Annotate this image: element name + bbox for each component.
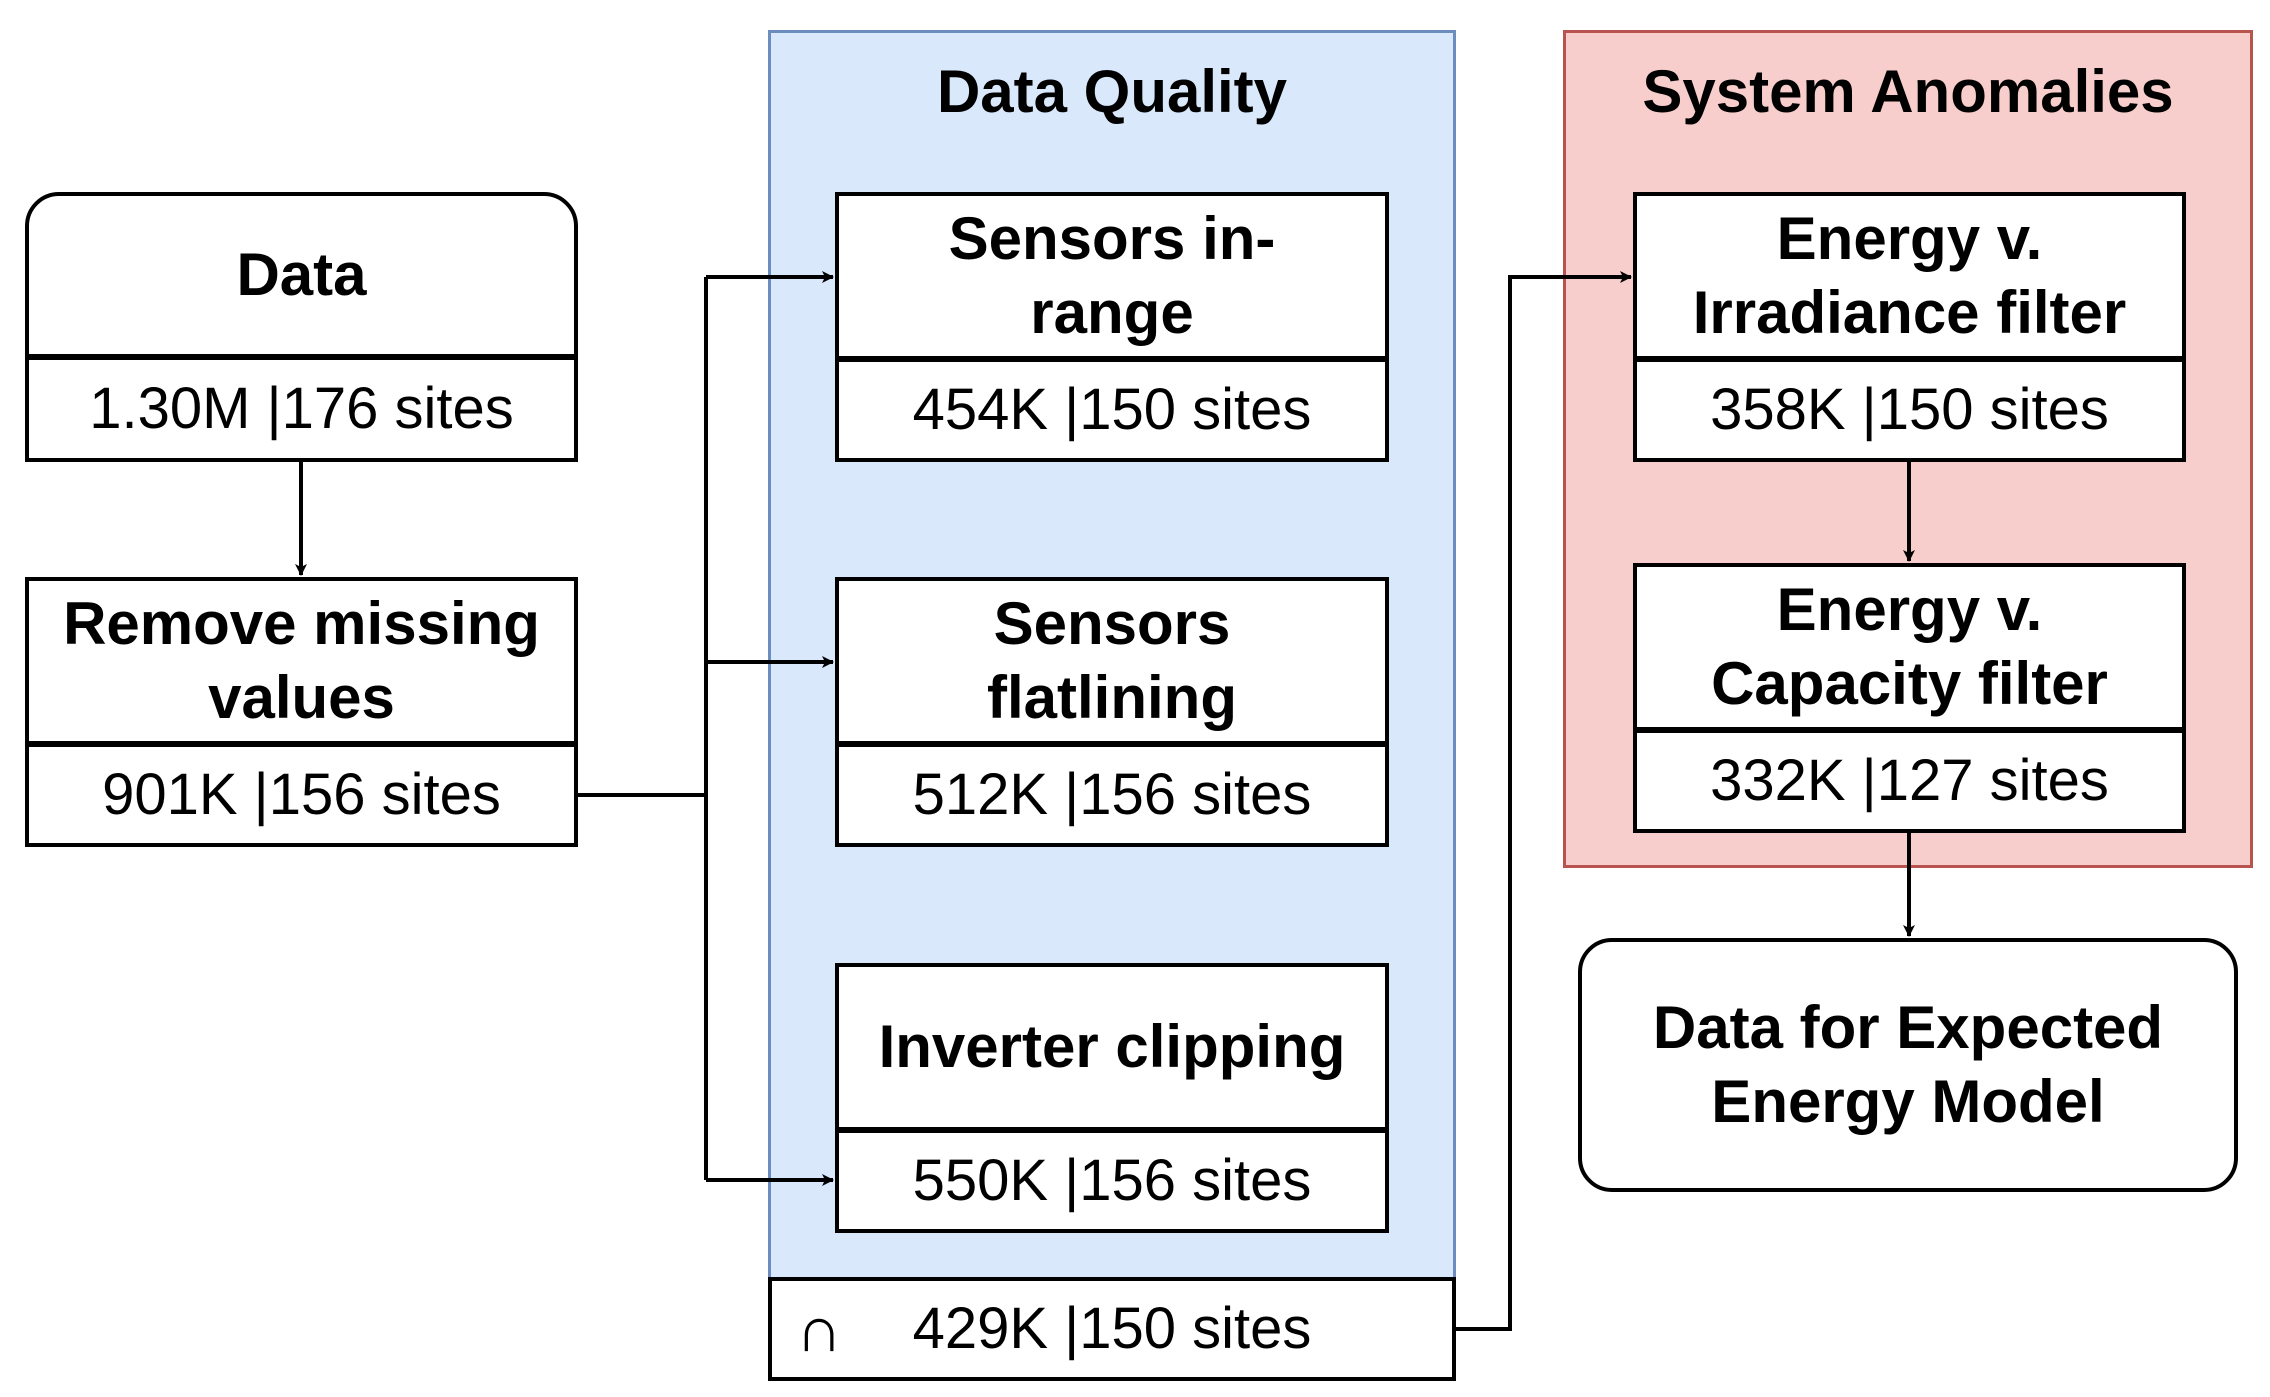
remove-missing-title: Remove missing values <box>25 577 578 745</box>
sensors-flatlining-count: 512K |156 sites <box>835 743 1389 847</box>
intersection-count: 429K |150 sites <box>912 1296 1312 1361</box>
remove-missing-count: 901K |156 sites <box>25 743 578 847</box>
data-node-count: 1.30M |176 sites <box>25 356 578 462</box>
system-anomalies-title: System Anomalies <box>1642 58 2174 125</box>
data-node-title: Data <box>25 192 578 358</box>
expected-energy-node: Data for Expected Energy Model <box>1578 938 2238 1192</box>
sensors-flatlining-title: Sensors flatlining <box>835 577 1389 745</box>
sensors-in-range-title: Sensors in-range <box>835 192 1389 360</box>
inverter-clipping-count: 550K |156 sites <box>835 1129 1389 1233</box>
inverter-clipping-title: Inverter clipping <box>835 963 1389 1131</box>
data-quality-title: Data Quality <box>936 58 1288 125</box>
energy-irradiance-count: 358K |150 sites <box>1633 358 2186 462</box>
sensors-in-range-count: 454K |150 sites <box>835 358 1389 462</box>
energy-capacity-count: 332K |127 sites <box>1633 729 2186 833</box>
intersection-icon: ∩ <box>796 1293 842 1365</box>
energy-irradiance-title: Energy v. Irradiance filter <box>1633 192 2186 360</box>
arrow-intersection-to-energy-irradiance <box>1456 271 1632 1331</box>
intersection-node: ∩ 429K |150 sites <box>768 1277 1456 1381</box>
energy-capacity-title: Energy v. Capacity filter <box>1633 563 2186 731</box>
